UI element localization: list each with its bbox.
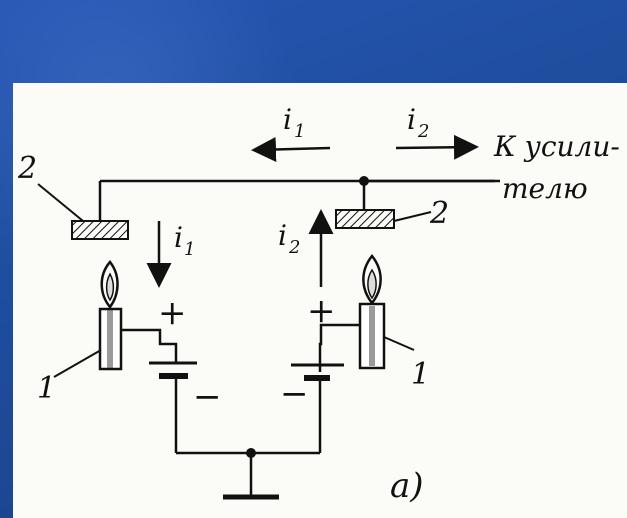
left-minus-sign: − [193,377,222,417]
label-1-right: 1 [411,357,430,392]
right-plate-hatched [335,209,395,229]
current-left-arrow [251,136,331,162]
right-electrode-wire [318,323,360,372]
right-candle-body [358,302,386,370]
label-1-left-leader [53,349,102,378]
left-plate-hatched [71,220,129,240]
label-2-left-leader [37,183,84,222]
label-1-right-leader [383,336,415,351]
left-electrode-wire [121,328,178,362]
current-right-arrow [395,134,479,160]
right-minus-sign: − [280,374,309,414]
label-2-left: 2 [17,151,37,186]
current-left-subscript: 1 [294,121,305,142]
current-right-label: i [407,103,416,136]
output-label-line-1: К усили- [493,130,620,163]
left-vertical-current-label: i [174,221,183,254]
left-vertical-current-subscript: 1 [184,239,195,260]
left-plus-sign: + [158,293,187,333]
label-1-left: 1 [37,371,56,406]
label-2-right-leader [393,211,432,222]
right-plus-sign: + [307,291,336,331]
current-left-label: i [283,103,292,136]
left-candle-body [98,307,123,371]
current-right-subscript: 2 [417,121,429,142]
right-flame-core [367,268,377,300]
left-flame-core [105,272,115,302]
right-vertical-current-label: i [278,219,287,252]
label-2-right: 2 [429,196,449,231]
right-vertical-current-subscript: 2 [288,237,300,258]
left-flame-icon [100,260,119,310]
output-label-line-2: телю [502,172,588,205]
diagram-caption: а) [390,466,424,506]
